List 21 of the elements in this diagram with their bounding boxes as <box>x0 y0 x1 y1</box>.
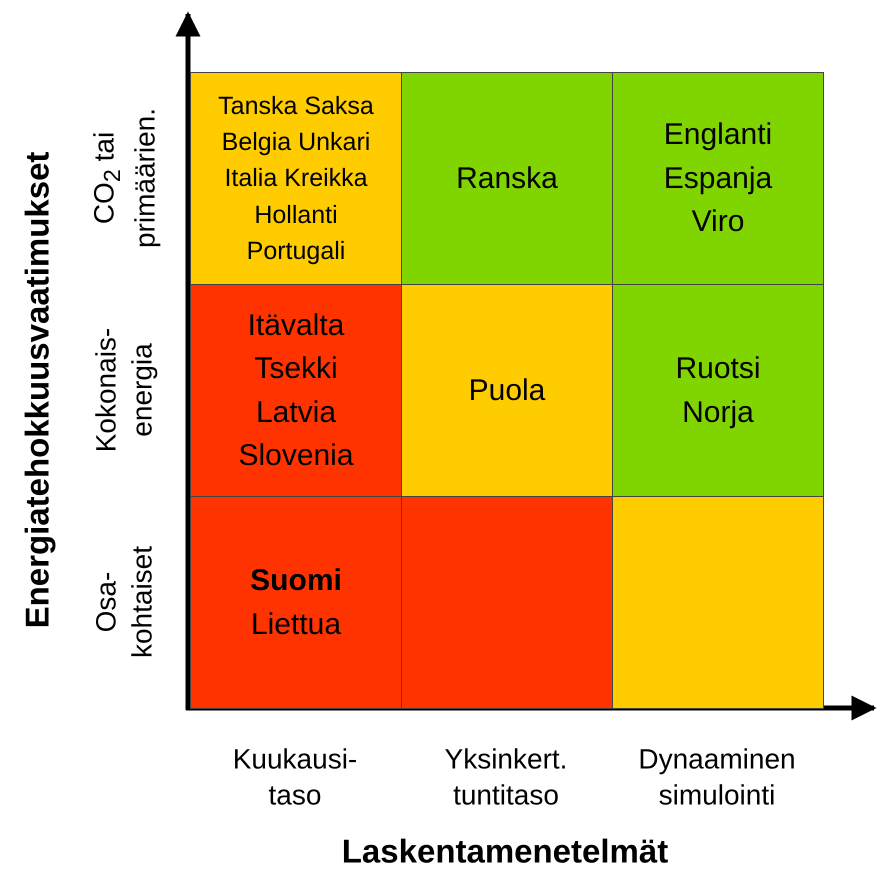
country-list: Ranska <box>456 156 558 200</box>
country-list: Suomi Liettua <box>221 559 371 646</box>
matrix-cell <box>190 72 402 285</box>
y-axis-title: Energiatehokkuusvaatimukset <box>18 152 57 628</box>
country-list: Ruotsi Norja <box>648 347 788 434</box>
column-label: Dynaaminen simulointi <box>637 742 797 813</box>
country-list: Itävalta Tsekki Latvia Slovenia <box>216 304 376 478</box>
country-list: Englanti Espanja Viro <box>638 113 798 244</box>
matrix-cell <box>401 284 613 497</box>
x-axis-title: Laskentamenetelmät <box>342 832 668 870</box>
matrix-cell <box>401 72 613 285</box>
matrix-cell <box>190 284 402 497</box>
row-label: Kokonais- energia <box>90 326 159 454</box>
column-label: Yksinkert. tuntitaso <box>444 742 568 813</box>
country-list: Tanska Saksa Belgia Unkari Italia Kreikka Hollanti Portugali <box>206 88 386 270</box>
column-label: Kuukausi- taso <box>232 742 358 813</box>
matrix-cell <box>612 284 824 497</box>
row-label: Osa- kohtaiset <box>90 544 159 660</box>
matrix-cell <box>190 496 402 709</box>
country-list: Puola <box>468 368 546 412</box>
matrix-cell <box>612 72 824 285</box>
